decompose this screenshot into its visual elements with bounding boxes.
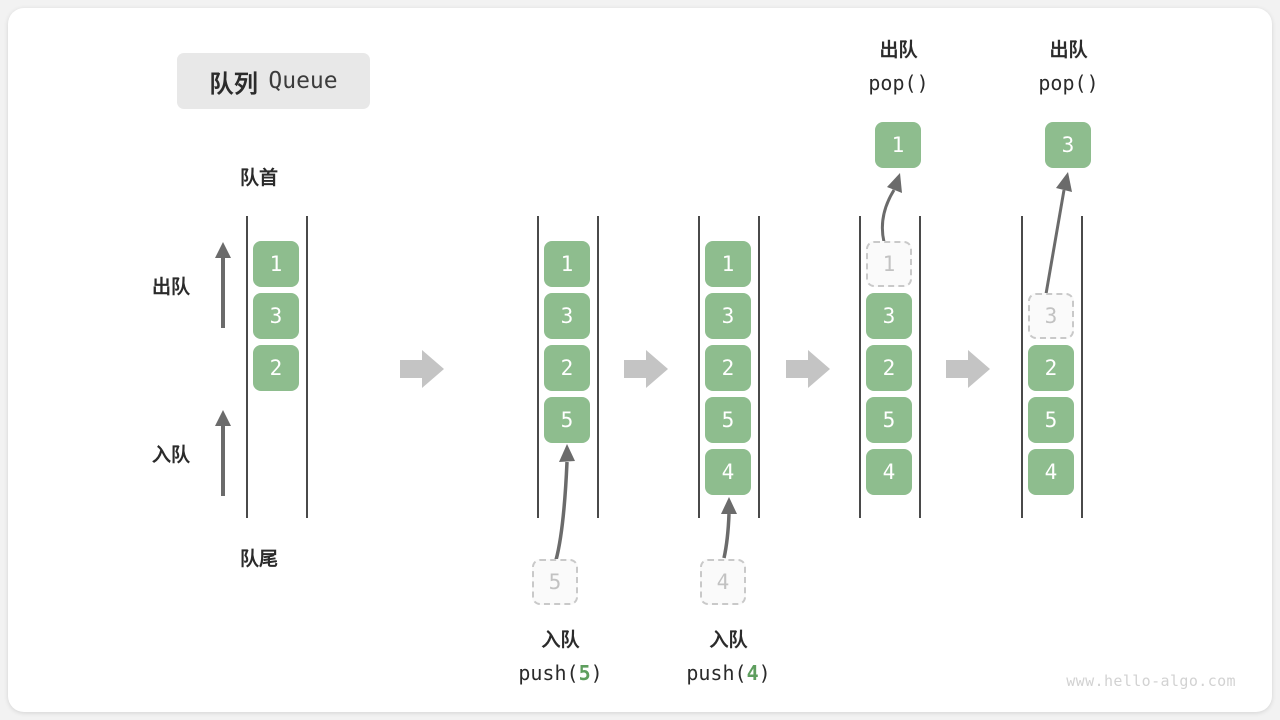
queue-box: 2 bbox=[866, 345, 912, 391]
dequeue-direction-arrow bbox=[215, 242, 231, 328]
pop-label-cn: 出队 bbox=[879, 40, 918, 61]
step-arrow-icon bbox=[786, 350, 830, 388]
title-badge: 队列 Queue bbox=[177, 53, 370, 109]
pop-arrow-stage-5 bbox=[1044, 172, 1072, 295]
queue-box: 5 bbox=[544, 397, 590, 443]
queue-ghost-box: 3 bbox=[1028, 293, 1074, 339]
push-label-stage-2: 入队 push(5) bbox=[478, 626, 643, 689]
enqueue-direction-label: 入队 bbox=[152, 445, 191, 466]
push-label-cn: 入队 bbox=[541, 630, 580, 651]
front-label: 队首 bbox=[240, 168, 279, 189]
push-arrow-stage-2 bbox=[554, 444, 575, 561]
popped-box: 1 bbox=[875, 122, 921, 168]
push-label-code: push(5) bbox=[518, 660, 603, 685]
queue-box: 2 bbox=[253, 345, 299, 391]
queue-box: 3 bbox=[544, 293, 590, 339]
rail-right-stage-5 bbox=[1081, 216, 1083, 518]
popped-box: 3 bbox=[1045, 122, 1091, 168]
incoming-ghost-box: 5 bbox=[532, 559, 578, 605]
queue-box: 2 bbox=[705, 345, 751, 391]
pop-label-code: pop() bbox=[868, 70, 929, 95]
queue-box: 1 bbox=[253, 241, 299, 287]
queue-box: 5 bbox=[705, 397, 751, 443]
watermark: www.hello-algo.com bbox=[1066, 672, 1236, 690]
dequeue-direction-label: 出队 bbox=[152, 277, 191, 298]
push-arrow-stage-3 bbox=[721, 497, 737, 559]
step-arrow-icon bbox=[946, 350, 990, 388]
pop-label-code: pop() bbox=[1038, 70, 1099, 95]
rail-right-stage-3 bbox=[758, 216, 760, 518]
queue-box: 5 bbox=[1028, 397, 1074, 443]
rear-label: 队尾 bbox=[240, 549, 279, 570]
pop-arrow-stage-4 bbox=[880, 173, 902, 243]
pop-label-stage-4: 出队 pop() bbox=[816, 36, 981, 99]
queue-box: 2 bbox=[1028, 345, 1074, 391]
rail-left-stage-4 bbox=[859, 216, 861, 518]
push-label-cn: 入队 bbox=[709, 630, 748, 651]
rail-right-stage-4 bbox=[919, 216, 921, 518]
queue-box: 1 bbox=[544, 241, 590, 287]
step-arrow-icon bbox=[624, 350, 668, 388]
diagram-card: 队列 Queue 队首 队尾 出队 入队 1 3 2 1 3 bbox=[8, 8, 1272, 712]
push-label-code: push(4) bbox=[686, 660, 771, 685]
queue-box: 3 bbox=[253, 293, 299, 339]
rail-left-stage-1 bbox=[246, 216, 248, 518]
queue-box: 2 bbox=[544, 345, 590, 391]
queue-box: 5 bbox=[866, 397, 912, 443]
enqueue-direction-arrow bbox=[215, 410, 231, 496]
title-en: Queue bbox=[268, 68, 338, 94]
queue-box: 4 bbox=[705, 449, 751, 495]
queue-box: 3 bbox=[705, 293, 751, 339]
queue-box: 1 bbox=[705, 241, 751, 287]
rail-right-stage-1 bbox=[306, 216, 308, 518]
step-arrow-icon bbox=[400, 350, 444, 388]
rail-left-stage-2 bbox=[537, 216, 539, 518]
queue-box: 4 bbox=[1028, 449, 1074, 495]
queue-ghost-box: 1 bbox=[866, 241, 912, 287]
push-label-stage-3: 入队 push(4) bbox=[646, 626, 811, 689]
incoming-ghost-box: 4 bbox=[700, 559, 746, 605]
rail-left-stage-3 bbox=[698, 216, 700, 518]
pop-label-cn: 出队 bbox=[1049, 40, 1088, 61]
queue-box: 4 bbox=[866, 449, 912, 495]
rail-right-stage-2 bbox=[597, 216, 599, 518]
pop-label-stage-5: 出队 pop() bbox=[986, 36, 1151, 99]
queue-box: 3 bbox=[866, 293, 912, 339]
rail-left-stage-5 bbox=[1021, 216, 1023, 518]
title-cn: 队列 bbox=[209, 70, 259, 98]
